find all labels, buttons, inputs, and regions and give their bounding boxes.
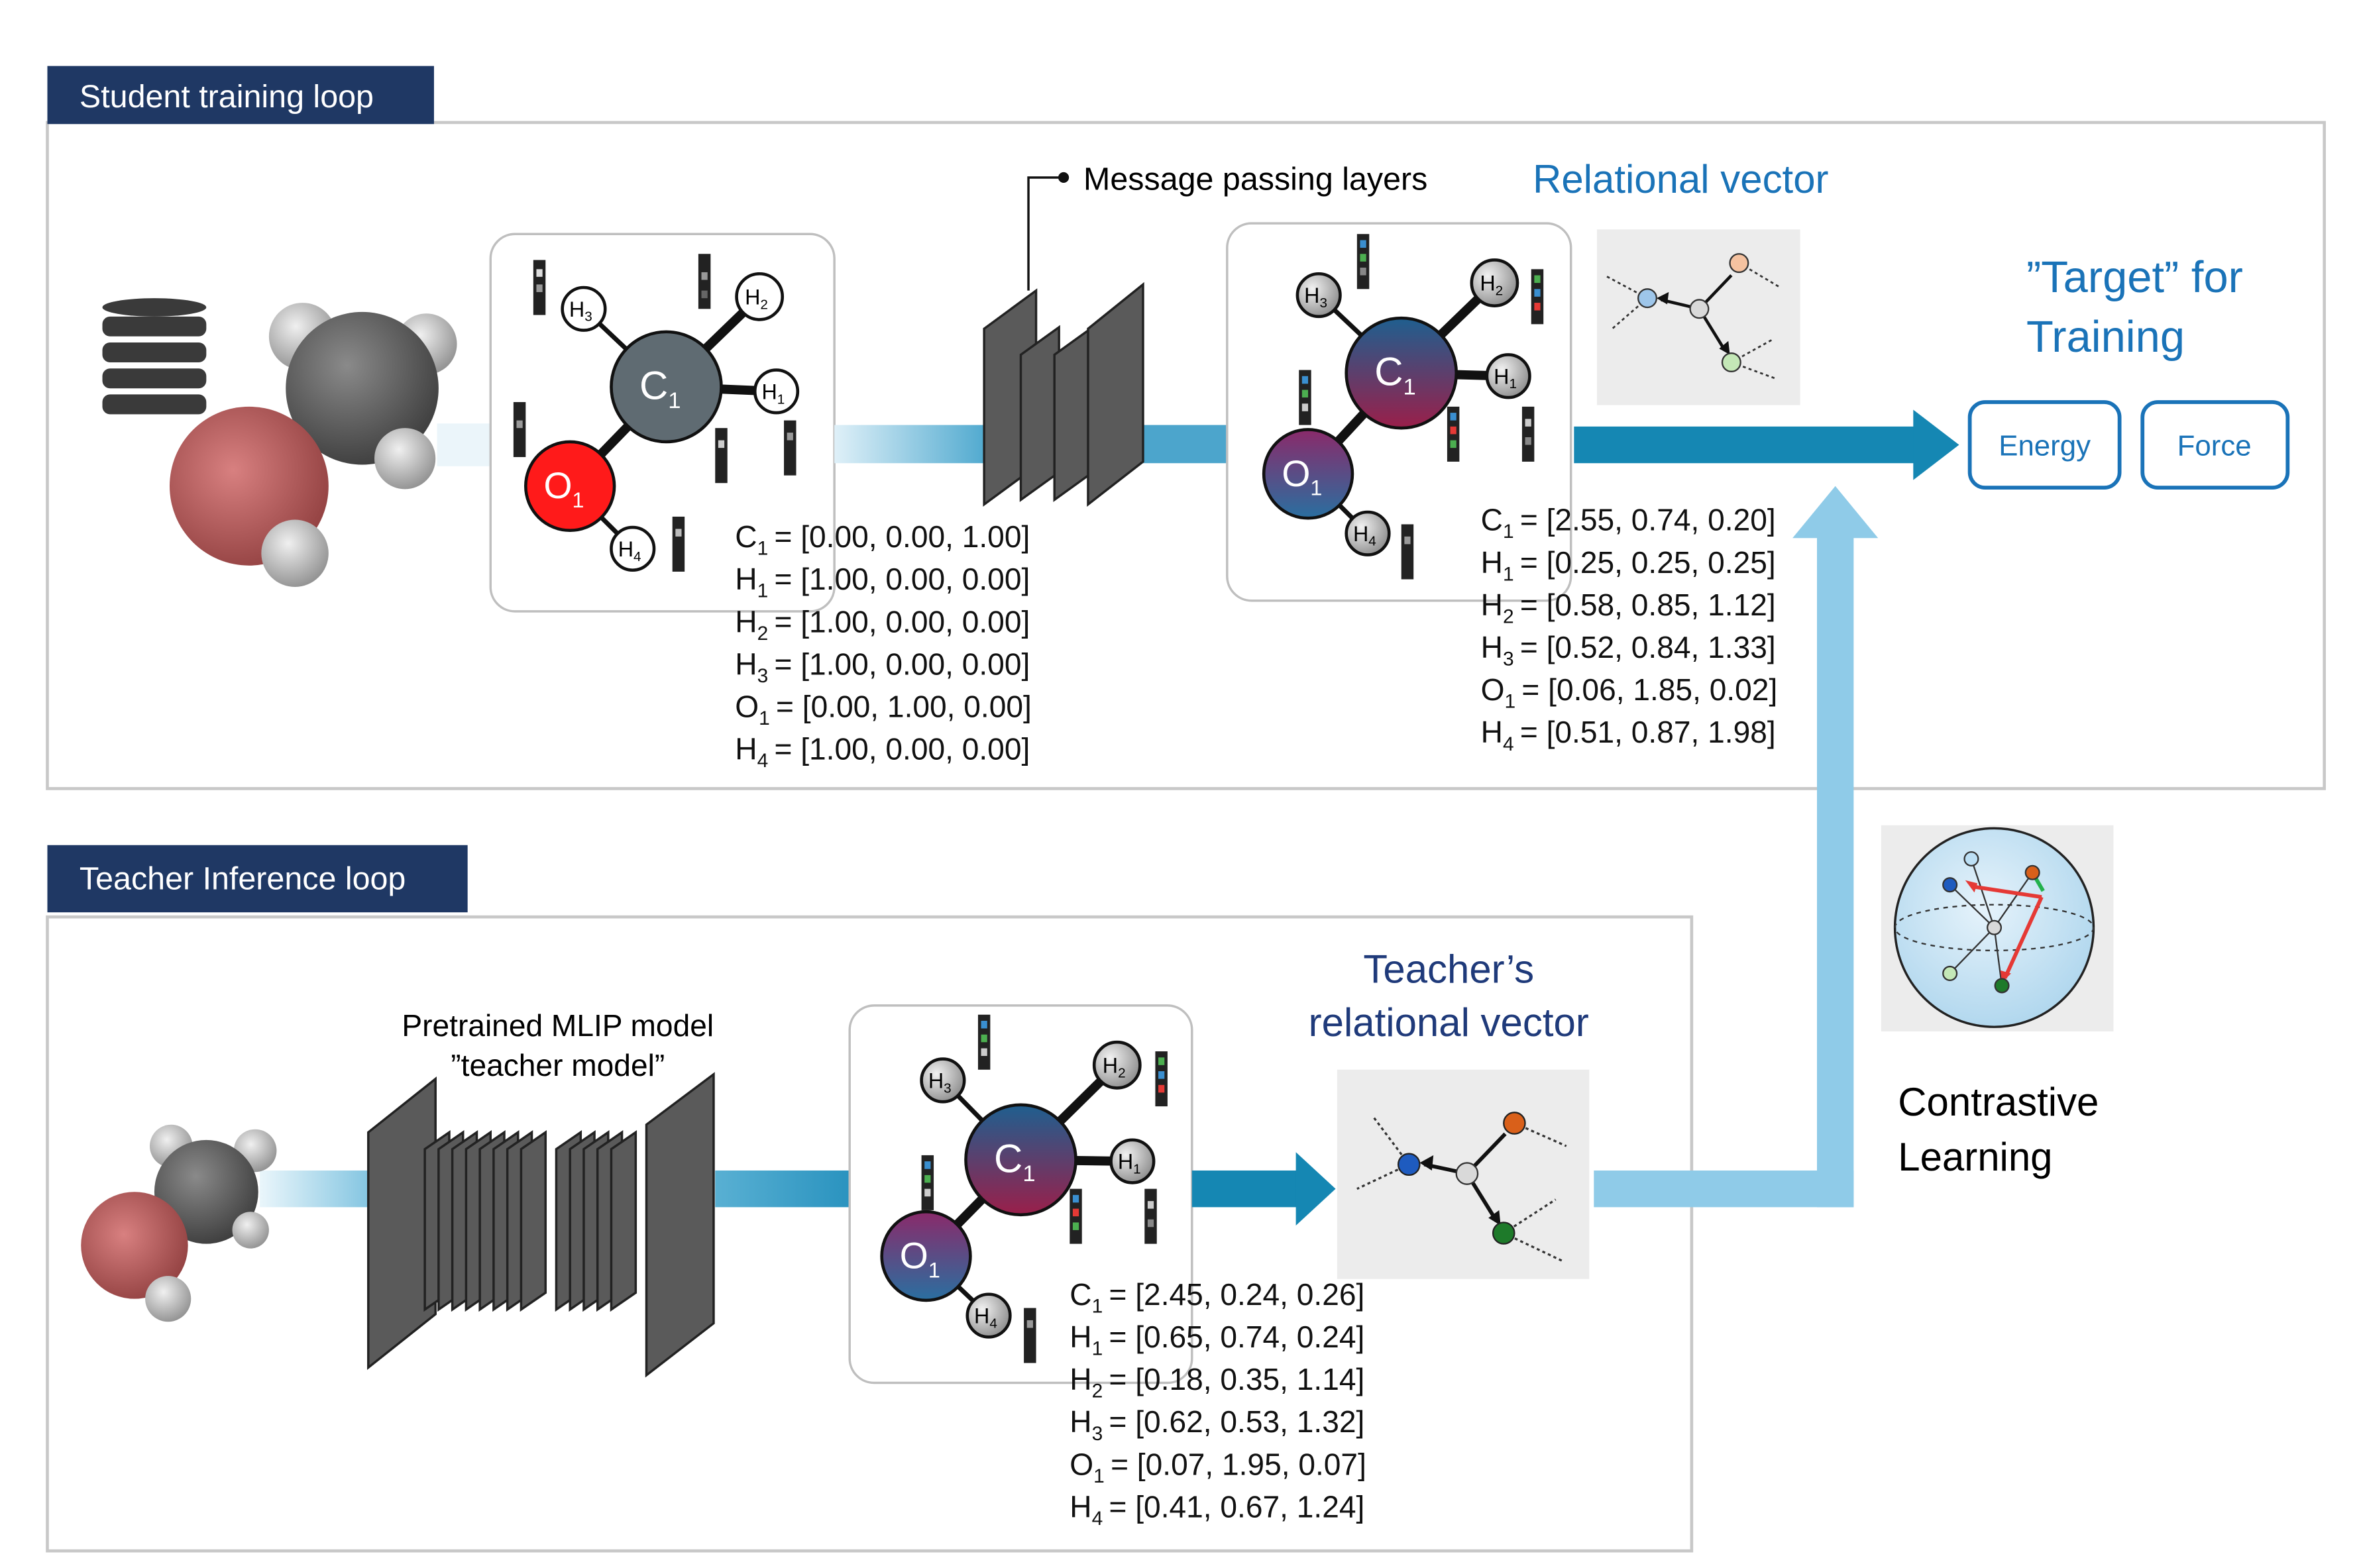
svg-text:H2: H2 — [745, 285, 768, 312]
svg-text:C1: C1 — [994, 1136, 1036, 1186]
student-vector-line: H1= [0.25, 0.25, 0.25] — [1481, 545, 1776, 586]
message-passing-layers — [983, 172, 1144, 507]
svg-text:H1: H1 — [1118, 1150, 1141, 1177]
student-molecule-graph: H3 H2 H1 H4 C1 O1 — [1262, 234, 1544, 580]
svg-text:H4: H4 — [974, 1304, 997, 1332]
pretrained-label-line2: ”teacher model” — [451, 1048, 665, 1082]
output-arrow — [1574, 409, 1959, 480]
teacher-relational-graph — [1356, 1112, 1567, 1262]
teacher-vector-line: H1= [0.65, 0.74, 0.24] — [1070, 1320, 1364, 1360]
student-vector-line: C1= [2.55, 0.74, 0.20] — [1481, 503, 1776, 543]
energy-label: Energy — [1999, 430, 2091, 462]
teacher-molecule-graph: H3 H2 H1 H4 C1 O1 — [880, 1014, 1168, 1363]
svg-text:O1: O1 — [1282, 453, 1322, 500]
student-vector-line: H3= [0.52, 0.84, 1.33] — [1481, 630, 1776, 670]
teacher-model-layers — [367, 1072, 715, 1378]
teacher-vector-line: H3= [0.62, 0.53, 1.32] — [1070, 1404, 1364, 1445]
svg-text:H3: H3 — [1304, 284, 1327, 311]
teacher-vector-line: H4= [0.41, 0.67, 1.24] — [1070, 1489, 1364, 1530]
teacher-vector-line: C1= [2.45, 0.24, 0.26] — [1070, 1277, 1364, 1318]
teacher-tab-label: Teacher Inference loop — [80, 861, 406, 897]
input-feature-vectors: C1= [0.00, 0.00, 1.00]H1= [1.00, 0.00, 0… — [735, 519, 1032, 772]
force-box — [2140, 400, 2290, 490]
svg-text:C1: C1 — [639, 363, 681, 413]
svg-text:H3: H3 — [569, 297, 592, 325]
contrastive-label-line1: Contrastive — [1898, 1080, 2099, 1124]
target-label-line1: ”Target” for — [2026, 252, 2243, 302]
relational-vector-label: Relational vector — [1533, 157, 1828, 201]
teacher-tab — [47, 845, 468, 913]
svg-text:H3: H3 — [928, 1069, 952, 1096]
student-panel — [46, 121, 2326, 790]
student-relational-vectors: C1= [2.55, 0.74, 0.20]H1= [0.25, 0.25, 0… — [1481, 503, 1778, 755]
relational-vector-graph — [1604, 253, 1781, 380]
target-label-line2: Training — [2026, 312, 2185, 362]
contrastive-feedback-arrow — [1594, 486, 1879, 1208]
input-vector-line: C1= [0.00, 0.00, 1.00] — [735, 519, 1030, 560]
flow-band-1 — [834, 425, 987, 464]
teacher-output-arrow — [1191, 1152, 1336, 1226]
teacher-panel — [46, 915, 1694, 1553]
student-vector-line: O1= [0.06, 1.85, 0.02] — [1481, 672, 1778, 713]
svg-text:O1: O1 — [543, 465, 584, 512]
input-vector-line: H2= [1.00, 0.00, 0.00] — [735, 604, 1030, 645]
pretrained-label-line1: Pretrained MLIP model — [402, 1008, 714, 1043]
teacher-flow-band — [715, 1170, 850, 1208]
svg-text:H1: H1 — [1494, 364, 1517, 392]
input-vector-line: H1= [1.00, 0.00, 0.00] — [735, 562, 1030, 602]
svg-text:H2: H2 — [1480, 272, 1503, 299]
student-tab-label: Student training loop — [80, 79, 374, 115]
svg-text:H2: H2 — [1103, 1053, 1126, 1080]
input-molecule-graph: H3 H2 H1 H4 C1 O1 — [513, 254, 800, 572]
teacher-vector-line: O1= [0.07, 1.95, 0.07] — [1070, 1447, 1366, 1487]
svg-text:H1: H1 — [761, 380, 785, 407]
teacher-relational-label-line2: relational vector — [1309, 1000, 1589, 1045]
student-vector-line: H4= [0.51, 0.87, 1.98] — [1481, 715, 1776, 755]
student-vector-line: H2= [0.58, 0.85, 1.12] — [1481, 588, 1776, 628]
contrastive-sphere-graph — [1893, 827, 2095, 1028]
message-passing-label: Message passing layers — [1083, 161, 1427, 197]
methanol-3d-image — [169, 303, 498, 588]
svg-text:H4: H4 — [618, 537, 641, 564]
input-vector-line: H4= [1.00, 0.00, 0.00] — [735, 732, 1030, 772]
teacher-methanol-3d-image — [81, 1124, 375, 1322]
svg-text:H4: H4 — [1353, 522, 1376, 549]
student-tab — [47, 66, 434, 125]
input-vector-line: H3= [1.00, 0.00, 0.00] — [735, 647, 1030, 687]
database-icon — [102, 298, 207, 415]
svg-text:O1: O1 — [900, 1235, 940, 1282]
contrastive-label-line2: Learning — [1898, 1135, 2052, 1179]
flow-band-2 — [1138, 425, 1227, 464]
teacher-relational-label-line1: Teacher’s — [1363, 947, 1534, 991]
force-label: Force — [2177, 430, 2252, 462]
input-vector-line: O1= [0.00, 1.00, 0.00] — [735, 689, 1032, 729]
svg-text:C1: C1 — [1374, 350, 1416, 400]
energy-box — [1967, 400, 2122, 490]
teacher-vector-line: H2= [0.18, 0.35, 1.14] — [1070, 1362, 1364, 1402]
teacher-relational-vectors: C1= [2.45, 0.24, 0.26]H1= [0.65, 0.74, 0… — [1070, 1277, 1366, 1530]
